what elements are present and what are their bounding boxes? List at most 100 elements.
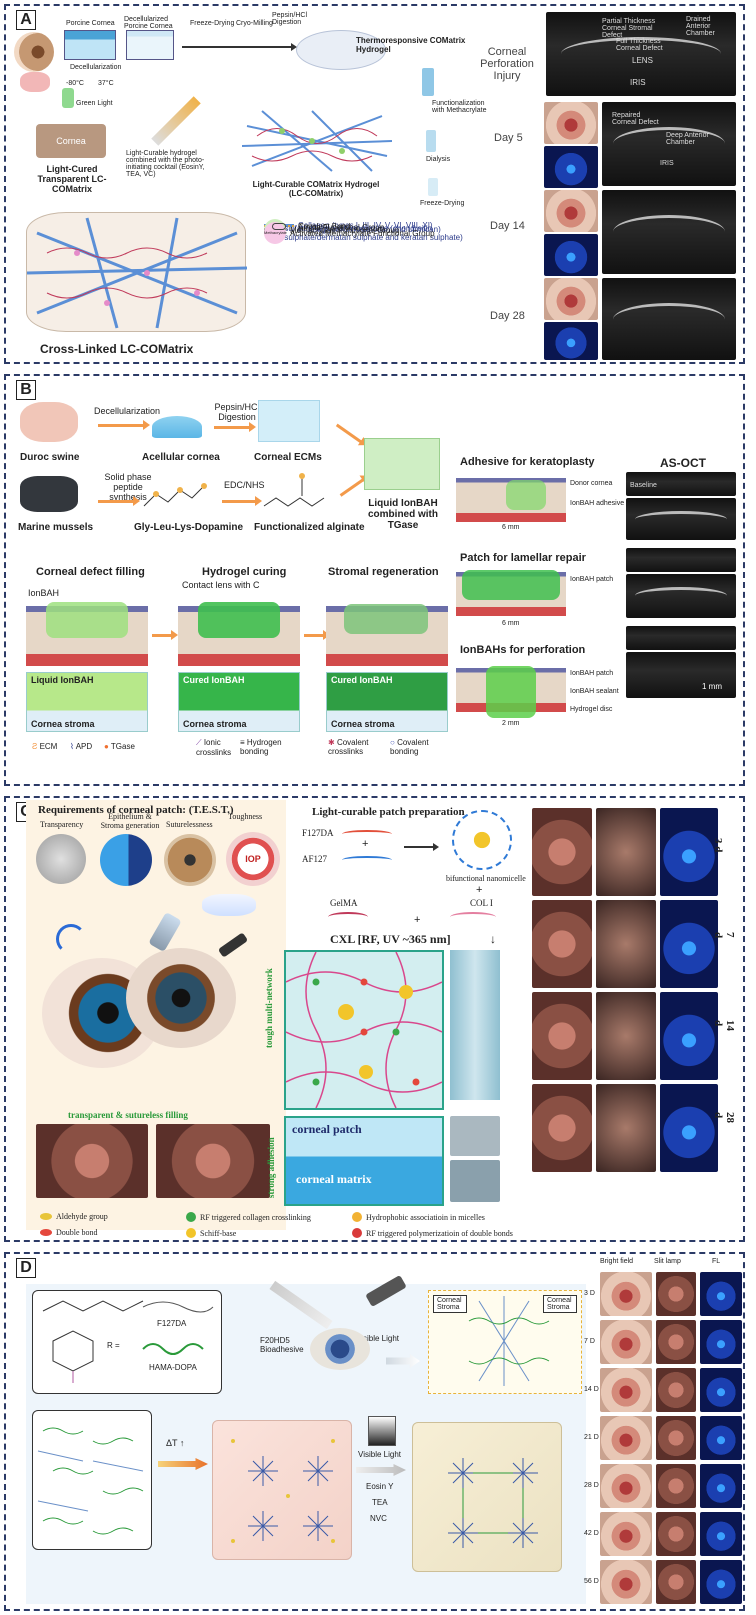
flow-arrow (304, 630, 330, 640)
nanomicelle-icon (452, 810, 512, 870)
chem-r-label: R = (107, 1341, 120, 1350)
visible-label: Visible Light (356, 1334, 399, 1343)
zoom-label: Cornea stroma (183, 719, 247, 729)
legend-text: Double bond (56, 1228, 98, 1237)
iop-label: IOP (245, 854, 261, 864)
grid-photo (656, 1368, 696, 1412)
scalebar-label: 1 mm (702, 682, 722, 691)
schiff-swatch (186, 1228, 196, 1238)
thermo-label: Thermoresponsive COMatrix Hydrogel (356, 36, 466, 54)
cornea-text: Cornea (56, 136, 86, 146)
baseline-label: Baseline (630, 482, 657, 489)
hama-label: HAMA-DOPA (149, 1363, 197, 1372)
legend-text: APD (75, 742, 93, 751)
eye-photo-fl (544, 146, 598, 188)
heat-arrow (158, 1458, 208, 1470)
cured-sample: Cornea (36, 124, 106, 158)
mussels-image (20, 476, 78, 512)
green-light-label: Green Light (76, 100, 113, 107)
grid-photo (596, 992, 656, 1080)
req-label: Suturelessness (166, 820, 213, 829)
oct-label: Full Thickness Corneal Defect (616, 38, 663, 52)
plus-sign: + (476, 884, 483, 896)
patch-photo (450, 1116, 500, 1156)
eye-image (126, 948, 236, 1048)
grid-photo (656, 1320, 696, 1364)
cxl-label: CXL [RF, UV ~365 nm] (330, 932, 451, 946)
oct-image-day14 (602, 190, 736, 274)
legend-text: Aldehyde group (56, 1212, 108, 1221)
oct-label: Deep Anterior Chamber (666, 132, 709, 146)
legend-covalent-x: ✱ Covalent crosslinks (328, 738, 369, 756)
mussels-label: Marine mussels (18, 522, 94, 533)
legend-text: RF triggered polymerizatioin of double b… (366, 1228, 513, 1238)
arrow-shape (202, 894, 256, 916)
oct-label: Drained Anterior Chamber (686, 16, 715, 37)
liquid-ionbah-box (364, 438, 440, 490)
patch-label: corneal patch (292, 1122, 362, 1136)
porcine-label: Porcine Cornea (66, 20, 115, 27)
acellular-label: Acellular cornea (142, 452, 220, 463)
legend-covalent-b: ○ Covalent bonding (390, 738, 429, 756)
legend-apd: ⌇ APD (70, 742, 93, 751)
cured-label: Light-Cured Transparent LC-COMatrix (37, 164, 107, 194)
grid-photo (532, 992, 592, 1080)
step-title: Hydrogel curing (202, 566, 287, 578)
legend-text: Hydrogen bonding (240, 738, 282, 756)
alginate-structure (262, 470, 332, 516)
func-label: Functionalization with Methacrylate (432, 100, 487, 114)
grid-photo (600, 1464, 652, 1508)
eye-photo-fl (544, 234, 598, 276)
grid-photo (600, 1272, 652, 1316)
app-gel (506, 480, 546, 510)
legend-text: Amine Functional Group (298, 222, 385, 232)
plus-sign: + (414, 914, 421, 926)
panel-a: A Porcine Cornea Decellularization -80°C… (4, 4, 745, 364)
panel-c: C Requirements of corneal patch: (T.E.S.… (4, 796, 745, 1242)
decell-label: Decellularization (70, 64, 122, 71)
flow-arrow (152, 630, 178, 640)
down-arrow-icon: ↓ (490, 932, 496, 946)
gel-fill (344, 604, 428, 634)
app-label: IonBAH patch (570, 670, 614, 677)
flow-arrow (98, 420, 150, 430)
day-label: 7 D (584, 1338, 595, 1345)
aldehyde-swatch (40, 1213, 52, 1220)
grid-photo (660, 1084, 718, 1172)
polymer-chain (450, 912, 496, 922)
day-label: 7 d (712, 932, 736, 939)
zoom-label: Liquid IonBAH (31, 675, 94, 685)
cryo-label: Cryo-Milling (236, 20, 273, 27)
pepsin-label: Pepsin/HCl Digestion (272, 12, 308, 26)
vial-2 (426, 130, 436, 152)
grid-photo (660, 992, 718, 1080)
day-label: Day 5 (494, 132, 523, 144)
grid-photo (532, 1084, 592, 1172)
initiator-label: NVC (370, 1514, 387, 1523)
grid-photo (700, 1464, 742, 1508)
day-label: 56 D (584, 1578, 599, 1585)
grid-photo (700, 1320, 742, 1364)
bond-icon (272, 222, 286, 230)
gly-label: Gly-Leu-Lys-Dopamine (134, 522, 244, 533)
oct-image-day28 (602, 278, 736, 360)
polymer-chain (328, 912, 368, 922)
curved-arrow (56, 924, 86, 954)
grid-photo (700, 1272, 742, 1316)
app-label: IonBAH patch (570, 576, 614, 583)
zoom-label: Cured IonBAH (183, 675, 245, 685)
panel-b: B Duroc swine Decellularization Acellula… (4, 374, 745, 786)
lc-network (241, 106, 393, 176)
app-title: Patch for lamellar repair (460, 552, 586, 564)
day-label: Day 14 (490, 220, 525, 232)
acellular-cornea-image (152, 416, 202, 438)
duroc-label: Duroc swine (20, 452, 80, 463)
oct-label: IRIS (630, 78, 646, 87)
chem-box: F127DA HAMA-DOPA R = (32, 1290, 222, 1394)
eye-photo (544, 190, 598, 232)
toughness-image: IOP (226, 832, 280, 886)
prep-title: Light-curable patch preparation (312, 806, 465, 818)
cocktail-label: Light-Curable hydrogel combined with the… (126, 150, 205, 178)
flow-arrow (182, 43, 297, 51)
alginate-label: Functionalized alginate (254, 522, 365, 533)
